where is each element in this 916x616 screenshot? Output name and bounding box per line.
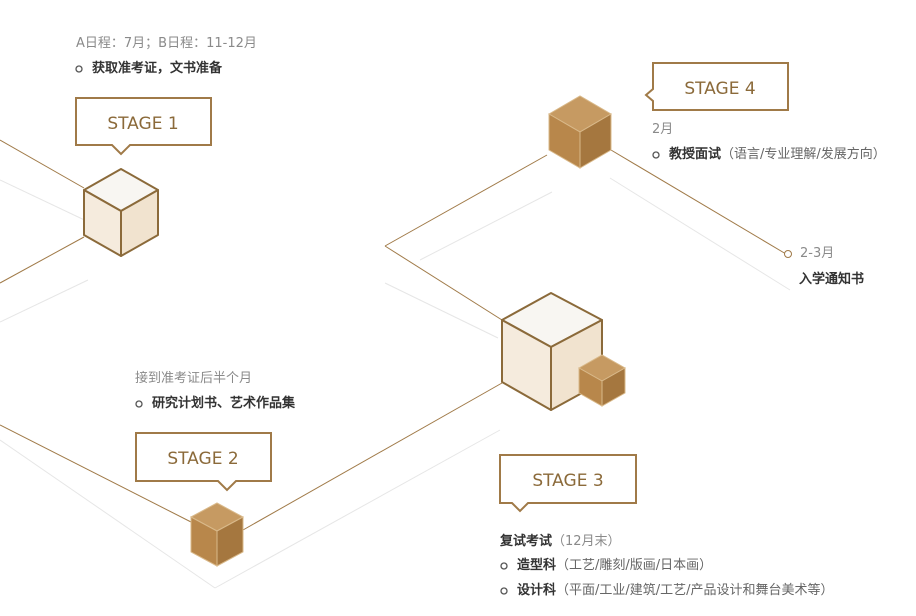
stage1-task: 获取准考证，文书准备	[92, 61, 223, 76]
timeline-path	[0, 139, 787, 531]
stage1-label-box: STAGE 1	[75, 97, 212, 156]
stage3-small-cube	[577, 354, 627, 407]
stage3-title-note: （12月末）	[552, 534, 621, 549]
end-marker-dot	[784, 250, 792, 258]
stage2-schedule: 接到准考证后半个月	[135, 371, 253, 386]
stage2-cube	[189, 502, 245, 567]
stage3-title-row: 复试考试（12月末）	[500, 534, 621, 550]
bullet-stage1	[75, 65, 83, 73]
bullet-stage4	[652, 151, 660, 159]
stage4-cube	[548, 95, 612, 169]
stage3-title: 复试考试	[500, 534, 553, 549]
stage3-label-box: STAGE 3	[499, 454, 637, 513]
stage2-task: 研究计划书、艺术作品集	[152, 396, 296, 411]
stage1-cube	[83, 168, 159, 257]
stage4-task: 教授面试	[669, 147, 722, 162]
final-task: 入学通知书	[799, 272, 865, 287]
stage3-item-1: 造型科（工艺/雕刻/版画/日本画）	[517, 558, 712, 574]
final-date: 2-3月	[800, 246, 835, 261]
stage1-schedule: A日程：7月；B日程：11-12月	[76, 36, 257, 51]
bullets	[75, 65, 660, 595]
stage3-cube	[501, 292, 603, 411]
stage4-schedule: 2月	[652, 122, 674, 137]
stage2-label: STAGE 2	[167, 449, 238, 469]
stage4-task-detail: （语言/专业理解/发展方向）	[721, 147, 886, 162]
stage3-label: STAGE 3	[532, 471, 603, 491]
bullet-stage3-item1	[500, 562, 508, 570]
stage3-item-2: 设计科（平面/工业/建筑/工艺/产品设计和舞台美术等）	[517, 583, 834, 599]
stage1-label: STAGE 1	[107, 114, 178, 134]
stage3-item-1-name: 造型科	[517, 558, 557, 573]
stage3-item-2-detail: （平面/工业/建筑/工艺/产品设计和舞台美术等）	[556, 583, 834, 598]
bullet-stage2	[135, 400, 143, 408]
stage4-task-row: 教授面试（语言/专业理解/发展方向）	[669, 147, 886, 163]
stage4-label-box: STAGE 4	[644, 62, 789, 111]
stage3-item-1-detail: （工艺/雕刻/版画/日本画）	[556, 558, 713, 573]
stage4-label: STAGE 4	[684, 79, 755, 99]
stage2-label-box: STAGE 2	[135, 432, 272, 492]
background-path	[0, 177, 791, 589]
bullet-stage3-item2	[500, 587, 508, 595]
stage3-item-2-name: 设计科	[517, 583, 557, 598]
